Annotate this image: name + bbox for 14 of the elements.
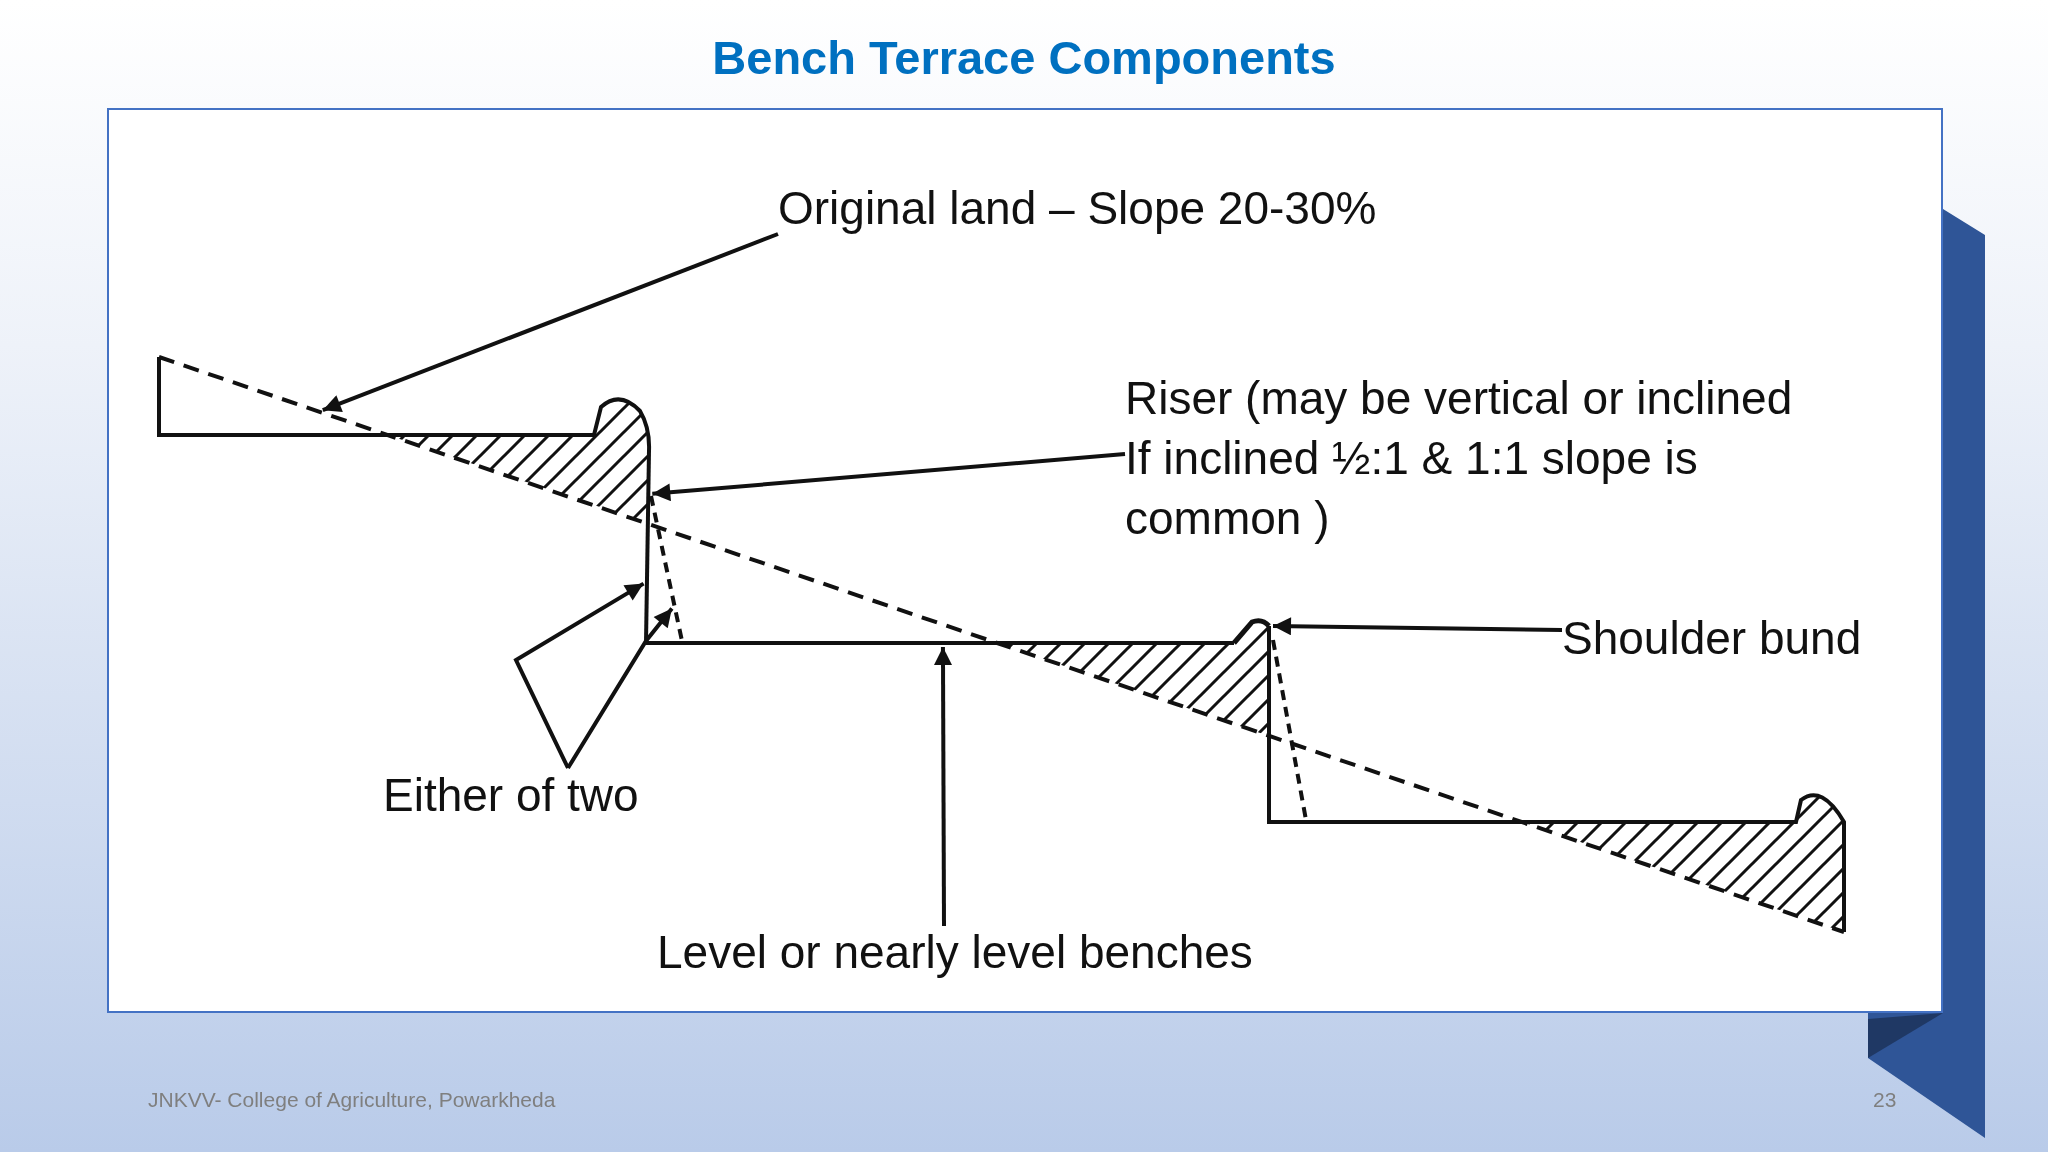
callout-label: Shoulder bund <box>1562 608 1862 668</box>
footer-text: JNKVV- College of Agriculture, Powarkheda <box>148 1088 556 1112</box>
leader-arrow <box>513 581 645 769</box>
callout-label: Level or nearly level benches <box>657 922 1253 982</box>
leader-arrow <box>1272 617 1563 636</box>
callout-label: Either of two <box>383 765 639 825</box>
leader-arrow <box>934 647 952 926</box>
leader-arrow <box>566 607 674 770</box>
leader-arrow <box>652 452 1126 502</box>
callout-label: Original land – Slope 20-30% <box>778 178 1377 238</box>
title-heading: Bench Terrace Components <box>711 30 1337 85</box>
callout-label: Riser (may be vertical or inclined If inclined ½:1 & 1:1 slope is common ) <box>1125 368 1815 548</box>
leader-arrow <box>322 232 779 413</box>
page-number: 23 <box>1873 1088 1897 1112</box>
